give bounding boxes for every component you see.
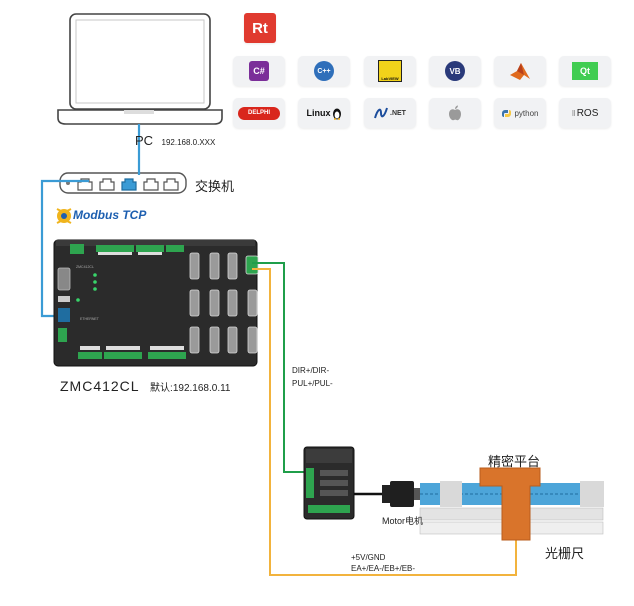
cpp-icon: C++ (298, 56, 350, 86)
linear-stage (419, 467, 604, 541)
svg-text:ZMC412CL: ZMC412CL (76, 265, 94, 269)
matlab-icon (494, 56, 546, 86)
python-icon: python (494, 98, 546, 128)
pc-ip: 192.168.0.XXX (161, 138, 216, 147)
switch-label: 交换机 (195, 179, 235, 194)
step-dir-cable (252, 262, 306, 473)
controller-model: ZMC412CL (60, 378, 140, 394)
vb-icon: VB (429, 56, 481, 86)
motor-label: Motor电机 (382, 516, 424, 526)
linux-icon: Linux (298, 98, 350, 128)
modbus-label: Modbus TCP (73, 208, 147, 222)
delphi-icon: DELPHI (233, 98, 285, 128)
labview-icon: LabVIEW (364, 56, 416, 86)
controller-ip: 192.168.0.11 (172, 383, 231, 394)
dotnet-icon: .NET (364, 98, 416, 128)
laptop-icon (57, 13, 223, 125)
csharp-icon: C# (233, 56, 285, 86)
scale-label: 光栅尺 (545, 546, 585, 561)
modbus-logo-icon (56, 208, 72, 224)
ethernet-cable (40, 124, 141, 318)
ros-icon: ⁝⁝ ROS (559, 98, 611, 128)
stepper-driver (303, 446, 355, 520)
controller-zmc412cl: ZMC412CL ETHERNET (53, 239, 259, 367)
network-switch-icon (59, 172, 187, 194)
pc-label: PC 192.168.0.XXX (135, 133, 216, 148)
stage-slider (479, 467, 541, 541)
rt-logo-icon: Rt (244, 13, 276, 43)
encoder-cable (252, 268, 517, 576)
controller-label: ZMC412CL 默认:192.168.0.11 (60, 378, 231, 394)
qt-icon: Qt (559, 56, 611, 86)
svg-text:ETHERNET: ETHERNET (80, 317, 100, 321)
motor-icon (382, 481, 420, 507)
stage-label: 精密平台 (488, 454, 541, 469)
encoder-signal-label: +5V/GND EA+/EA-/EB+/EB- (351, 553, 416, 573)
apple-icon (429, 98, 481, 128)
step-signal-label: DIR+/DIR- PUL+/PUL- (292, 366, 333, 388)
